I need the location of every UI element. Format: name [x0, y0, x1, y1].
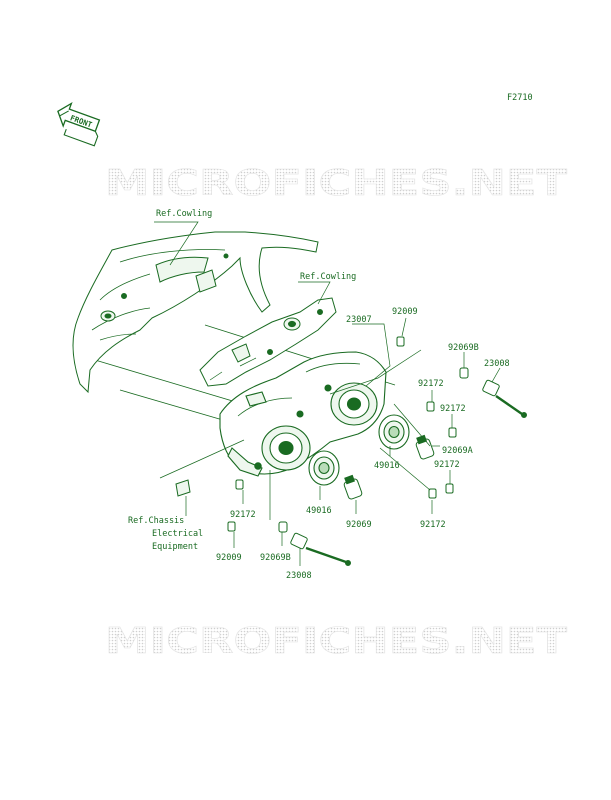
- socket-23008-lower-icon: [290, 532, 351, 566]
- part-label: 92172: [440, 404, 466, 414]
- headlight-assembly: [219, 351, 387, 477]
- part-label: 49016: [374, 461, 400, 471]
- figure-code: F2710: [507, 93, 533, 103]
- part-label: 23008: [484, 359, 510, 369]
- ref-cowling-top-label: Ref.Cowling: [156, 209, 212, 219]
- bulb-92069a-icon: [415, 434, 435, 460]
- ref-chassis-label-line3: Equipment: [152, 542, 198, 552]
- front-arrow-icon: FRONT: [57, 101, 101, 147]
- part-label: 92069B: [260, 553, 291, 563]
- part-label: 92172: [230, 510, 256, 520]
- ref-chassis-label-line1: Ref.Chassis: [128, 516, 184, 526]
- part-label: 92069: [346, 520, 372, 530]
- front-label: FRONT: [69, 113, 94, 129]
- bulb-cover-left: [308, 450, 340, 486]
- headlight-bracket: [199, 297, 337, 387]
- part-label: 92172: [420, 520, 446, 530]
- leader-lines: [154, 221, 501, 566]
- part-label: 23007: [346, 315, 372, 325]
- part-label: 92172: [434, 460, 460, 470]
- socket-23008-upper-icon: [482, 379, 527, 418]
- bulb-92069b-lower-icon: [278, 521, 288, 533]
- watermark-top: MICROFICHES.NET: [105, 163, 568, 204]
- ref-cowling-mid-label: Ref.Cowling: [300, 272, 356, 282]
- part-label: 49016: [306, 506, 332, 516]
- screw-icons: [227, 336, 457, 532]
- part-label: 92069A: [442, 446, 473, 456]
- part-label: 92069B: [448, 343, 479, 353]
- part-label: 92172: [418, 379, 444, 389]
- ref-chassis-label-line2: Electrical: [152, 529, 203, 539]
- part-label: 23008: [286, 571, 312, 581]
- watermark-bottom: MICROFICHES.NET: [105, 621, 568, 662]
- chassis-bracket-icon: [175, 479, 191, 497]
- bulb-92069b-upper-icon: [459, 367, 469, 379]
- part-label: 92009: [216, 553, 242, 563]
- bulb-92069-icon: [343, 474, 363, 500]
- cowling: [72, 231, 319, 394]
- bulb-cover-right: [378, 414, 410, 450]
- part-label: 92009: [392, 307, 418, 317]
